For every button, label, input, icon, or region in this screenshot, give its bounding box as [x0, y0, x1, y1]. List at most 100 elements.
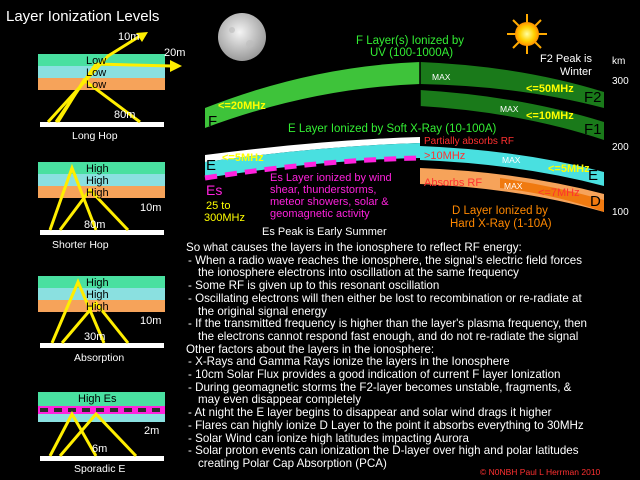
body-line: - Oscillating electrons will then either…	[188, 291, 582, 305]
d-layer-heading: Hard X-Ray (1-10A)	[450, 218, 552, 230]
ray-paths	[48, 410, 138, 458]
es-dash-line	[204, 155, 421, 181]
arrow-head	[136, 32, 148, 42]
layer-label: High	[86, 301, 109, 313]
km-tick: 200	[612, 142, 629, 153]
f-layer-heading: F Layer(s) Ionized by	[356, 35, 465, 47]
panel-caption: Shorter Hop	[52, 239, 109, 251]
f1-freq: <=10MHz	[526, 110, 574, 122]
e-layer-arc-left	[205, 137, 420, 162]
layer-band	[38, 392, 165, 406]
f-layer-heading: UV (100-1000A)	[370, 47, 454, 59]
body-line: - At night the E layer begins to disappe…	[188, 406, 552, 420]
hop-label: 20m	[164, 47, 186, 59]
body-line: - Flares can highly ionize D Layer to th…	[188, 418, 584, 432]
f2-freq: <=50MHz	[526, 83, 574, 95]
ground-bar	[40, 122, 164, 127]
explanation-text: So what causes the layers in the ionosph…	[186, 241, 638, 471]
hop-label: 30m	[84, 331, 106, 343]
layer-band	[38, 66, 165, 78]
layer-label: High	[86, 187, 109, 199]
e-layer-heading: E Layer Ionized by Soft X-Ray (10-100A)	[288, 123, 497, 135]
layer-band	[38, 276, 165, 288]
body-line: - If the transmitted frequency is higher…	[188, 317, 587, 331]
body-line: the ionosphere electrons into oscillatio…	[198, 266, 519, 280]
es-freq: 25 to	[206, 200, 231, 212]
body-line: So what causes the layers in the ionosph…	[186, 241, 522, 254]
es-description: geomagnetic activity	[270, 208, 370, 220]
panel-caption: Absorption	[74, 352, 125, 364]
layer-label: High	[86, 163, 109, 175]
d-letter: D	[590, 193, 601, 210]
hop-label: 10m	[140, 315, 162, 327]
layer-label: High Es	[78, 393, 117, 405]
layer-band	[38, 186, 165, 198]
arrow-head	[170, 60, 182, 72]
ground-bar	[40, 456, 164, 461]
layer-label: Low	[86, 67, 107, 79]
body-line: the original signal energy	[198, 304, 327, 318]
partial-absorb-note: Partially absorbs RF	[424, 136, 515, 147]
layer-band	[38, 288, 165, 300]
absorbs-rf-label: Absorbs RF	[424, 177, 483, 189]
body-line: - When a radio wave reaches the ionosphe…	[188, 253, 583, 267]
d-layer-dark	[500, 178, 604, 212]
f-layer-band	[205, 62, 420, 128]
f1-letter: F1	[584, 121, 602, 138]
hop-label: 80m	[114, 109, 136, 121]
body-line: - During geomagnetic storms the F2-layer…	[188, 380, 572, 394]
hop-label: 2m	[144, 425, 160, 437]
es-description: shear, thunderstorms,	[270, 184, 377, 196]
hop-label: 10m	[118, 31, 140, 43]
layer-band	[38, 54, 165, 66]
f2-letter: F2	[584, 89, 602, 106]
panel-long-hop	[38, 32, 182, 127]
panel-absorption	[38, 276, 165, 348]
panel-sporadic-e	[38, 392, 165, 461]
gt10mhz-label: >10MHz	[424, 150, 466, 162]
layer-label: High	[86, 289, 109, 301]
es-description: meteor showers, solar &	[270, 196, 389, 208]
panel-caption: Long Hop	[72, 130, 118, 142]
f-letter: F	[208, 113, 218, 130]
body-line: - Solar proton events can ionization the…	[188, 444, 579, 458]
hop-label: 10m	[140, 202, 162, 214]
hop-label: 6m	[92, 443, 108, 455]
f1-layer-band	[420, 90, 604, 140]
body-line: creating Polar Cap Absorption (PCA)	[198, 456, 387, 470]
body-line: Other factors about the layers in the io…	[186, 342, 435, 356]
layer-label: High	[86, 277, 109, 289]
body-line: - X-Rays and Gamma Rays ionize the layer…	[188, 355, 510, 369]
ray-paths	[46, 34, 173, 124]
page-title: Layer Ionization Levels	[6, 8, 160, 25]
panel-caption: Sporadic E	[74, 463, 126, 475]
layer-label: Low	[86, 79, 107, 91]
max-label: MAX	[500, 104, 519, 114]
body-line: may even disappear completely	[198, 393, 362, 407]
hop-label: 80m	[84, 219, 106, 231]
body-line: - 10cm Solar Flux provides a good indica…	[188, 368, 561, 382]
d-freq: <=7MHz	[538, 187, 580, 199]
panel-shorter-hop	[38, 162, 165, 235]
max-label: MAX	[502, 155, 521, 165]
es-description: Es Layer ionized by wind	[270, 172, 392, 184]
f2-peak-note: F2 Peak is	[540, 53, 592, 65]
e-layer-band-right	[420, 146, 604, 186]
layer-band	[38, 78, 165, 90]
es-peak-note: Es Peak is Early Summer	[262, 226, 387, 238]
moon	[218, 13, 266, 61]
copyright: © N0NBH Paul L Herrman 2010	[480, 467, 601, 477]
body-line: the electrons cannot respond fast enough…	[198, 329, 579, 343]
km-tick: 300	[612, 76, 629, 87]
f2-peak-note: Winter	[560, 66, 592, 78]
ray-paths	[48, 163, 130, 232]
km-label: km	[612, 56, 626, 67]
ground-bar	[40, 343, 164, 348]
body-line: - Some RF is given up to this resonant o…	[188, 279, 440, 293]
max-label: MAX	[432, 72, 451, 82]
layer-label: High	[86, 175, 109, 187]
ground-bar	[40, 230, 164, 235]
e-freq-left: <=5MHz	[222, 152, 264, 164]
km-tick: 100	[612, 207, 629, 218]
